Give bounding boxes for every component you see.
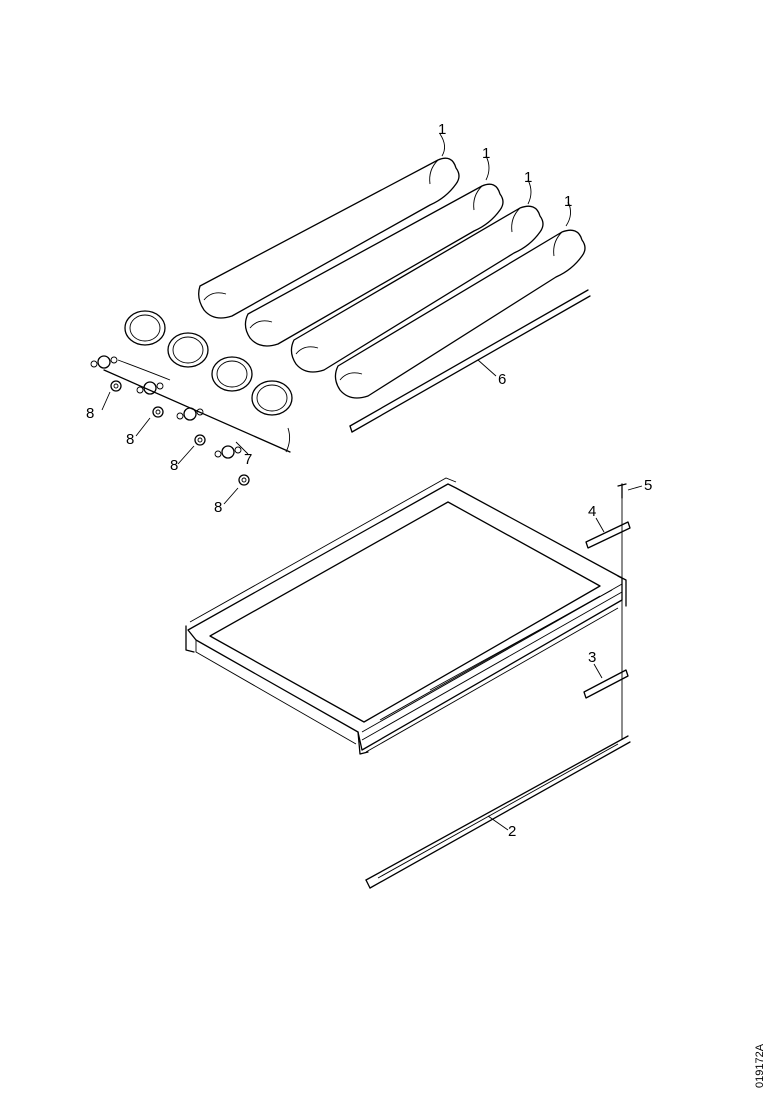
heating-tube-4 (334, 229, 586, 399)
ring-clamp-2 (167, 332, 209, 368)
nut-2 (152, 406, 164, 418)
clip-3 (583, 669, 629, 699)
ring-clamp-4 (251, 380, 293, 416)
callout-1: 1 (438, 121, 446, 138)
nut-1 (110, 380, 122, 392)
callout-8: 8 (214, 499, 222, 516)
tray-frame (185, 477, 627, 755)
drawing-code-text: 019172A (754, 1043, 766, 1088)
callout-1: 1 (482, 145, 490, 162)
callout-2: 2 (508, 823, 516, 840)
callout-7: 7 (244, 451, 252, 468)
callout-labels: 1 1 1 1 2 3 4 5 6 7 8 8 8 8 (86, 121, 652, 840)
callout-6: 6 (498, 371, 506, 388)
ring-clamp-3 (211, 356, 253, 392)
ring-clamp-1 (124, 310, 166, 346)
terminal-1 (90, 355, 118, 369)
terminal-3 (176, 407, 204, 421)
heating-tube-3 (290, 205, 544, 373)
terminal-4 (214, 445, 242, 459)
callout-5: 5 (644, 477, 652, 494)
callout-3: 3 (588, 649, 596, 666)
callout-8: 8 (126, 431, 134, 448)
clip-4 (585, 521, 631, 549)
callout-1: 1 (564, 193, 572, 210)
terminal-hardware (90, 355, 250, 486)
callout-4: 4 (588, 503, 596, 520)
drawing-code: 019172A (748, 1036, 768, 1090)
terminal-2 (136, 381, 164, 395)
support-rod (349, 289, 591, 433)
callout-8: 8 (170, 457, 178, 474)
callout-1: 1 (524, 169, 532, 186)
rod-2 (365, 735, 631, 889)
heating-tube-assembly (198, 157, 586, 399)
leader-lines (101, 133, 643, 831)
nut-3 (194, 434, 206, 446)
screw-5 (617, 483, 627, 499)
heating-tube-2 (244, 183, 504, 347)
callout-8: 8 (86, 405, 94, 422)
nut-4 (238, 474, 250, 486)
heating-tube-1 (198, 157, 460, 319)
